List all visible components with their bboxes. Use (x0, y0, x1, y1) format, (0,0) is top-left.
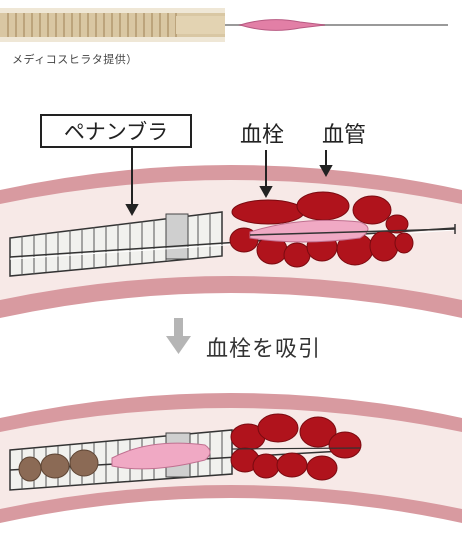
device-label: ペナンブラ (40, 114, 192, 148)
device-photo (0, 8, 448, 42)
vessel-label: 血管 (322, 117, 366, 149)
step-caption: 血栓を吸引 (206, 331, 321, 363)
photo-credit: メディコスヒラタ提供） (12, 51, 138, 67)
down-arrow-icon (166, 318, 191, 354)
clot-label: 血栓 (240, 117, 284, 149)
